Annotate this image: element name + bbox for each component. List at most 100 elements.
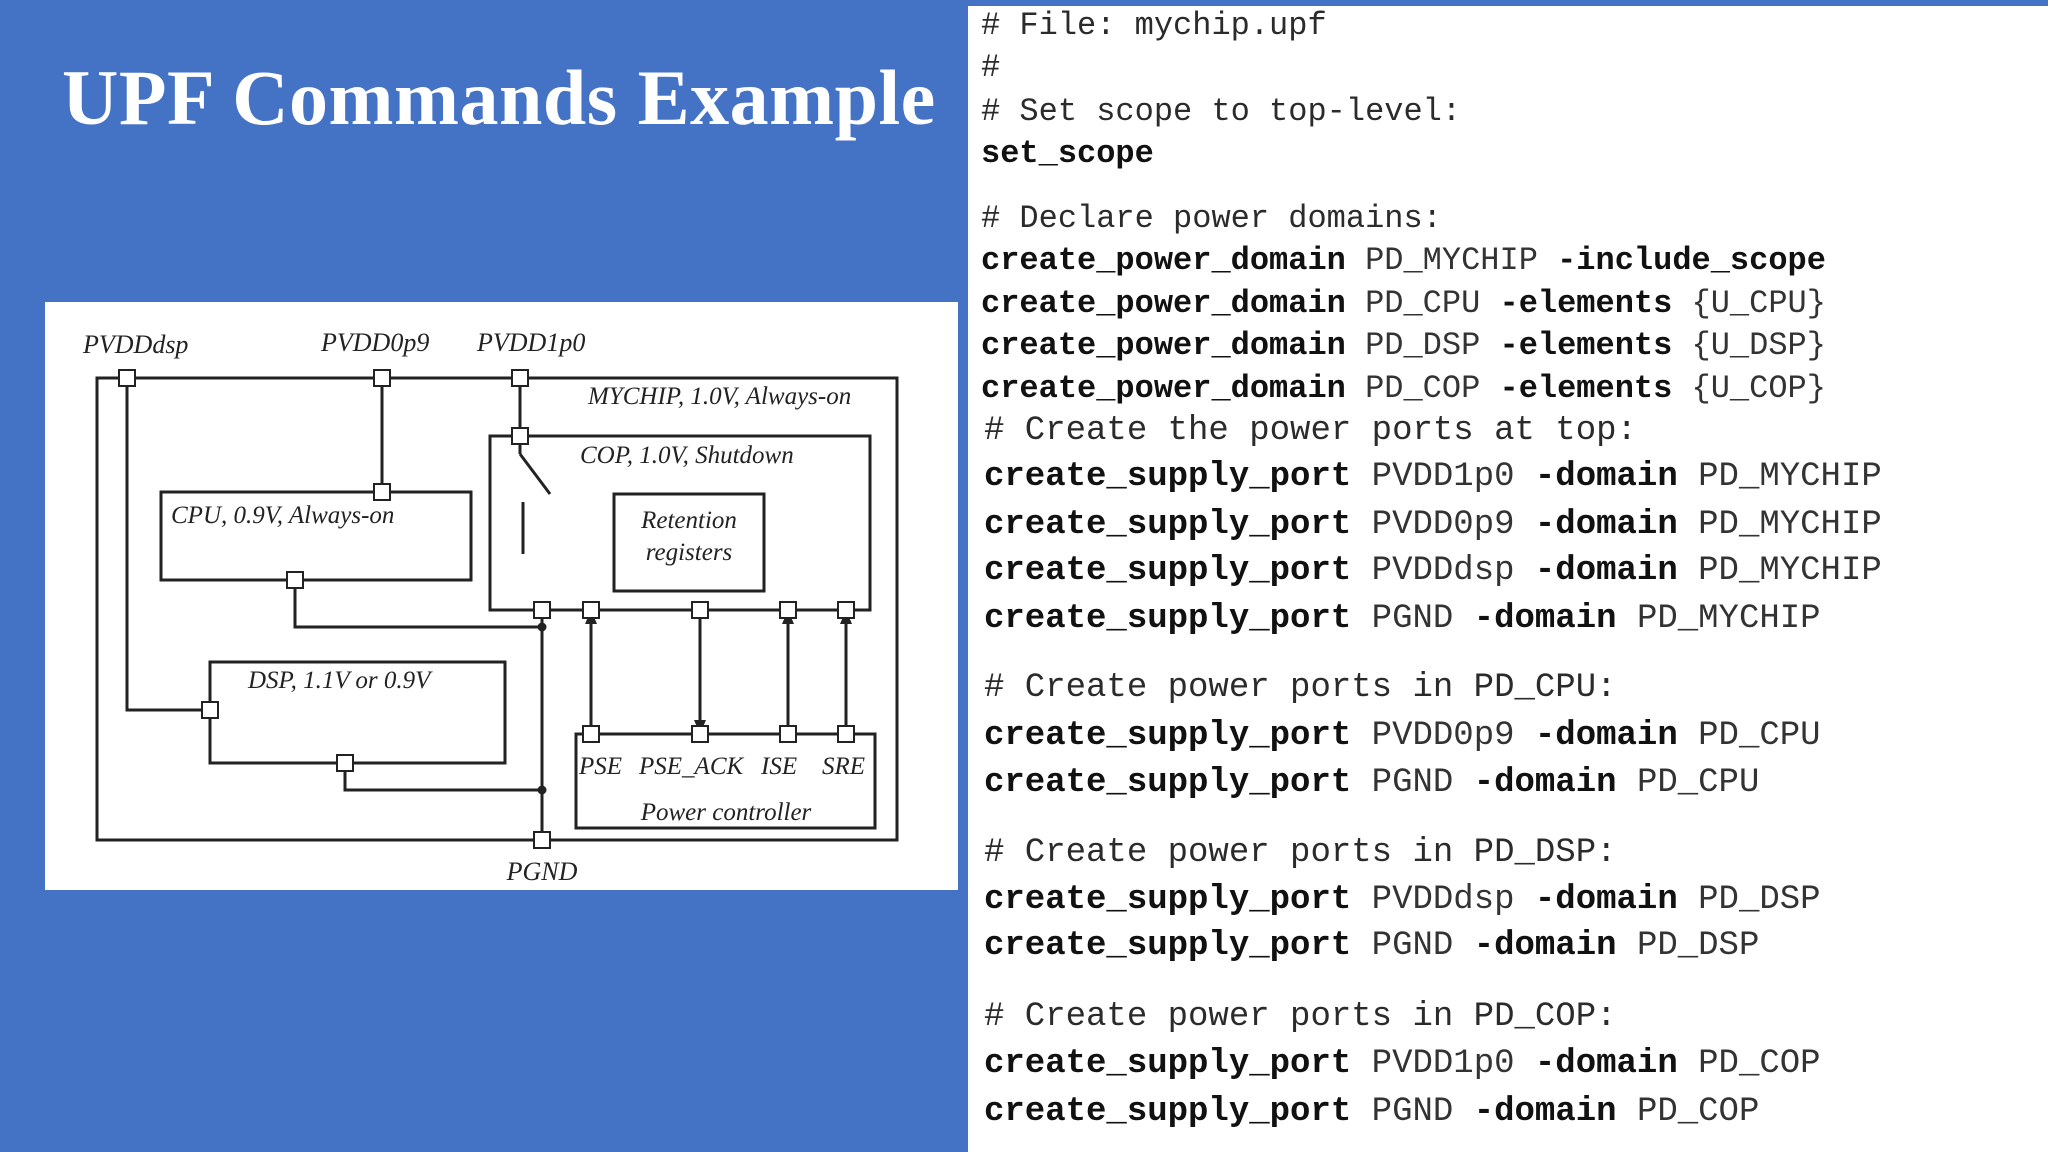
label-pgnd: PGND <box>506 857 578 886</box>
command-keyword: create_supply_port <box>984 506 1352 544</box>
code-command-line: set_scope <box>981 134 1154 174</box>
code-command-line: create_supply_port PGND -domain PD_COP <box>984 1092 1759 1132</box>
code-command-line: create_supply_port PVDDdsp -domain PD_MY… <box>984 551 1882 591</box>
code-comment: # Create the power ports at top: <box>984 412 1637 450</box>
port-pc-sre <box>837 725 855 743</box>
command-flag: -elements <box>1499 285 1673 322</box>
command-flag: -include_scope <box>1557 242 1826 279</box>
port-cop-pse <box>582 601 600 619</box>
command-value: PD_COP <box>1698 1045 1821 1083</box>
command-argument: PGND <box>1371 600 1454 638</box>
code-command-line: create_power_domain PD_COP -elements {U_… <box>981 369 1826 409</box>
command-argument: PVDD1p0 <box>1371 1045 1515 1083</box>
command-keyword: create_supply_port <box>984 881 1352 919</box>
command-argument: PVDDdsp <box>1371 881 1515 919</box>
command-value: PD_DSP <box>1636 927 1760 965</box>
command-keyword: create_supply_port <box>984 552 1352 590</box>
code-command-line: create_power_domain PD_DSP -elements {U_… <box>981 326 1826 366</box>
command-flag: -domain <box>1534 1045 1678 1083</box>
port-cop-sre <box>837 601 855 619</box>
command-keyword: create_supply_port <box>984 764 1352 802</box>
command-flag: -domain <box>1473 927 1617 965</box>
code-command-line: create_supply_port PVDD1p0 -domain PD_MY… <box>984 457 1882 497</box>
port-pc-pse <box>582 725 600 743</box>
command-keyword: create_supply_port <box>984 1045 1352 1083</box>
power-domain-diagram: PVDDdsp PVDD0p9 PVDD1p0 MYCHIP, 1.0V, Al… <box>45 302 958 890</box>
label-registers: registers <box>646 539 733 566</box>
label-cpu: CPU, 0.9V, Always-on <box>171 502 394 529</box>
command-argument: PD_COP <box>1365 370 1481 407</box>
cop-box <box>488 434 872 612</box>
label-pse-ack: PSE_ACK <box>638 753 744 780</box>
command-flag: -elements <box>1499 327 1673 364</box>
port-dsp-pwr <box>201 701 219 719</box>
command-flag: -domain <box>1534 552 1678 590</box>
command-keyword: create_supply_port <box>984 458 1352 496</box>
code-comment: # Create power ports in PD_DSP: <box>984 834 1617 872</box>
cpu-ground-wire <box>293 580 542 629</box>
label-dsp: DSP, 1.1V or 0.9V <box>247 667 433 694</box>
label-pse: PSE <box>578 753 622 780</box>
label-sre: SRE <box>822 753 865 780</box>
code-command-line: create_power_domain PD_MYCHIP -include_s… <box>981 241 1826 281</box>
command-keyword: create_power_domain <box>981 285 1346 322</box>
command-value: PD_MYCHIP <box>1698 506 1882 544</box>
command-flag: -domain <box>1534 881 1678 919</box>
command-argument: PD_DSP <box>1365 327 1481 364</box>
port-cpu-pwr <box>373 483 391 501</box>
command-keyword: create_supply_port <box>984 1093 1352 1131</box>
diagram-canvas: PVDDdsp PVDD0p9 PVDD1p0 MYCHIP, 1.0V, Al… <box>82 328 899 886</box>
label-cop: COP, 1.0V, Shutdown <box>580 442 794 469</box>
cpu-box <box>159 490 473 582</box>
command-value: PD_COP <box>1636 1093 1760 1131</box>
command-argument: PVDDdsp <box>1371 552 1515 590</box>
command-argument: PGND <box>1371 927 1454 965</box>
command-flag: -domain <box>1534 506 1678 544</box>
command-keyword: create_power_domain <box>981 327 1346 364</box>
command-value: PD_MYCHIP <box>1698 458 1882 496</box>
command-value: PD_CPU <box>1698 717 1821 755</box>
code-command-line: create_supply_port PGND -domain PD_CPU <box>984 763 1759 803</box>
port-cop-gnd <box>533 601 551 619</box>
retention-box <box>612 492 766 593</box>
command-value: PD_CPU <box>1636 764 1760 802</box>
command-argument: PVDD0p9 <box>1371 717 1515 755</box>
command-argument: PVDD1p0 <box>1371 458 1515 496</box>
command-flag: -domain <box>1534 717 1678 755</box>
label-pvdd-0p9: PVDD0p9 <box>320 328 429 357</box>
label-pvdd-dsp: PVDDdsp <box>82 330 188 359</box>
command-keyword: create_power_domain <box>981 370 1346 407</box>
port-pc-ise <box>779 725 797 743</box>
command-keyword: create_supply_port <box>984 927 1352 965</box>
port-pvdd-0p9 <box>373 369 391 387</box>
code-comment: # Set scope to top-level: <box>981 93 1462 130</box>
slide-title: UPF Commands Example <box>62 54 936 141</box>
port-cpu-gnd <box>286 571 304 589</box>
mychip-box <box>95 376 899 842</box>
command-value: PD_MYCHIP <box>1698 552 1882 590</box>
command-flag: -domain <box>1473 600 1617 638</box>
command-flag: -domain <box>1473 1093 1617 1131</box>
command-argument: PGND <box>1371 764 1454 802</box>
command-keyword: set_scope <box>981 135 1154 172</box>
command-argument: PVDD0p9 <box>1371 506 1515 544</box>
label-mychip: MYCHIP, 1.0V, Always-on <box>587 383 851 410</box>
command-value: PD_MYCHIP <box>1636 600 1821 638</box>
code-comment: # File: mychip.upf <box>981 7 1327 44</box>
label-pvdd-1p0: PVDD1p0 <box>476 328 585 357</box>
port-cop-pwr <box>511 427 529 445</box>
label-retention: Retention <box>640 507 737 534</box>
port-pgnd <box>533 831 551 849</box>
port-pc-pse-ack <box>691 725 709 743</box>
command-keyword: create_supply_port <box>984 600 1352 638</box>
code-comment: # <box>981 49 1001 86</box>
code-command-line: create_supply_port PGND -domain PD_DSP <box>984 926 1759 966</box>
command-flag: -domain <box>1534 458 1678 496</box>
port-pvdd-dsp <box>118 369 136 387</box>
command-value: PD_DSP <box>1698 881 1821 919</box>
code-command-line: create_supply_port PVDD0p9 -domain PD_CP… <box>984 716 1821 756</box>
command-value: {U_COP} <box>1691 370 1826 407</box>
port-pvdd-1p0 <box>511 369 529 387</box>
port-cop-ise <box>779 601 797 619</box>
label-power-controller: Power controller <box>640 799 812 826</box>
